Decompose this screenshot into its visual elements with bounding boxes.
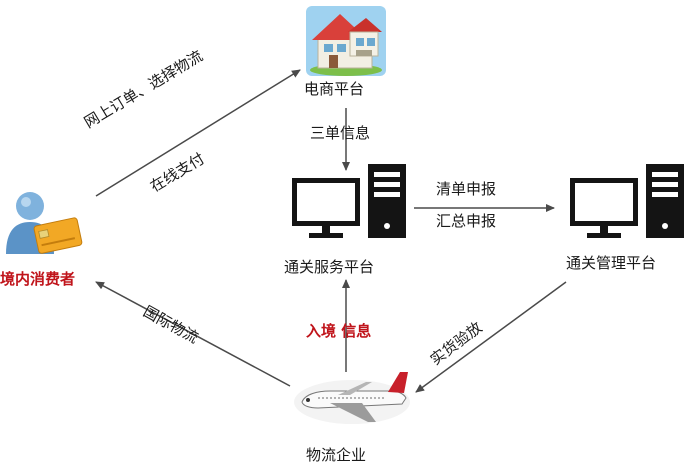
node-ecommerce-label: 电商平台 xyxy=(304,80,365,98)
arrow-mgmt-to-logistics xyxy=(415,281,567,393)
computer-icon xyxy=(292,164,406,238)
node-customs-mgmt-label: 通关管理平台 xyxy=(566,254,657,272)
node-logistics-label: 物流企业 xyxy=(306,446,367,464)
edge-declare-line2-label: 汇总申报 xyxy=(436,212,497,230)
arrow-logistics-to-consumer xyxy=(95,281,291,387)
computer-icon xyxy=(570,164,684,238)
edge-entry-info-label: 入境 信息 xyxy=(306,322,372,340)
airplane-icon xyxy=(294,372,410,424)
consumer-icon xyxy=(6,192,83,254)
edge-declare-line1-label: 清单申报 xyxy=(436,180,497,198)
node-customs-service-label: 通关服务平台 xyxy=(284,258,375,276)
node-consumer-label: 境内消费者 xyxy=(0,270,76,288)
house-icon xyxy=(306,6,386,76)
edge-three-docs-label: 三单信息 xyxy=(310,124,371,142)
arrow-consumer-to-ecommerce xyxy=(95,69,301,197)
